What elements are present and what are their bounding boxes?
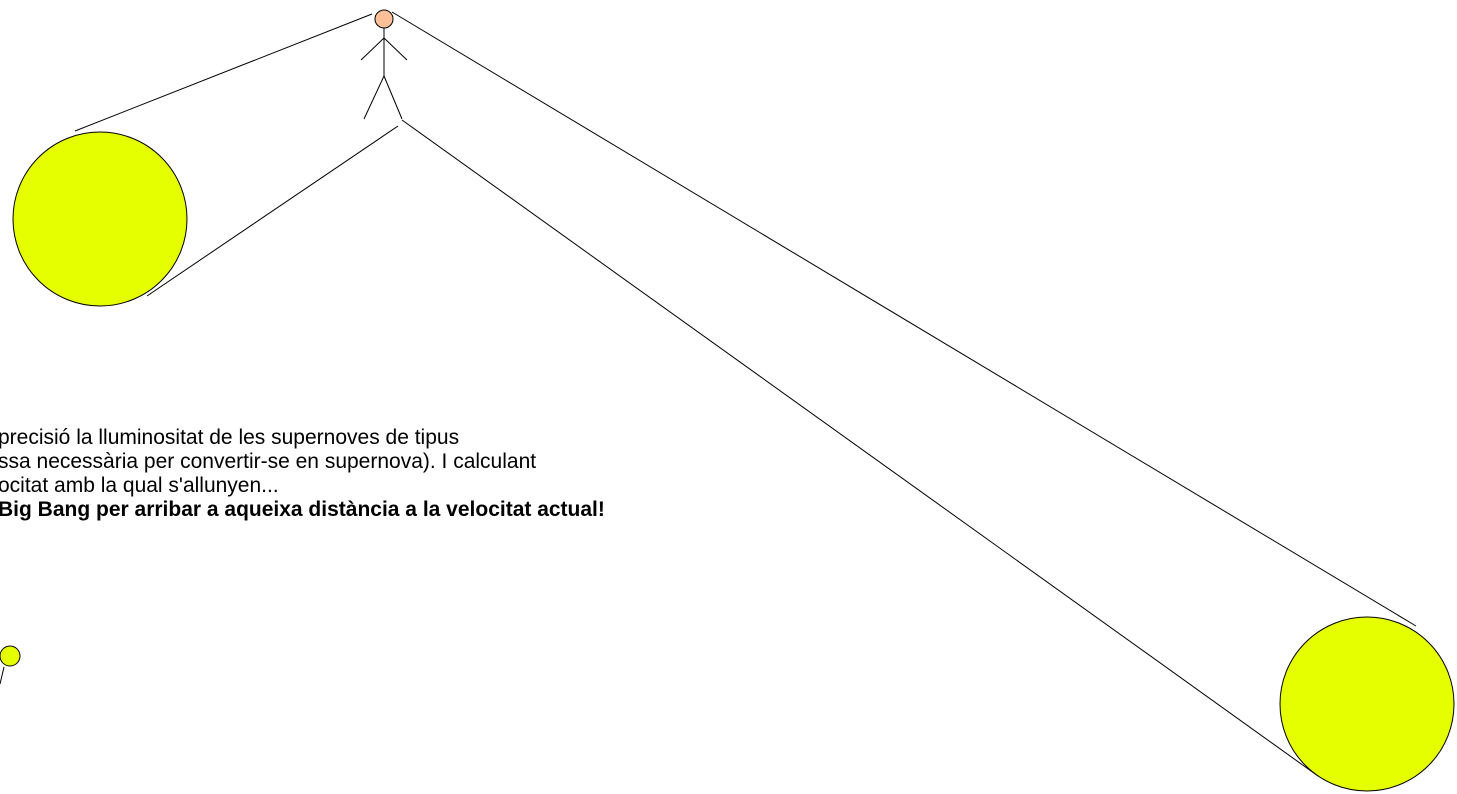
observer-arm-right — [383, 37, 408, 61]
small-figure-partial — [0, 645, 21, 685]
caption-line-3: ocitat amb la qual s'allunyen... — [0, 474, 279, 497]
caption-line-4-emphasis: Big Bang per arribar a aqueixa distància… — [0, 498, 605, 521]
small-figure-head — [0, 645, 21, 667]
observer-stick-figure — [360, 9, 408, 120]
sight-line-far-top — [391, 11, 1417, 627]
observer-leg-left — [363, 75, 385, 120]
supernova-far — [1279, 616, 1455, 792]
sight-line-far-bottom — [401, 119, 1319, 777]
observer-head — [374, 9, 394, 29]
small-figure-body — [0, 666, 5, 685]
sight-line-near-bottom — [146, 125, 399, 297]
caption-line-1: precisió la lluminositat de les supernov… — [0, 426, 460, 449]
caption-line-2: ssa necessària per convertir-se en super… — [0, 450, 537, 473]
sight-line-near-top — [74, 13, 373, 132]
observer-leg-right — [383, 75, 403, 120]
supernova-near — [12, 131, 188, 307]
observer-arm-left — [360, 37, 385, 61]
